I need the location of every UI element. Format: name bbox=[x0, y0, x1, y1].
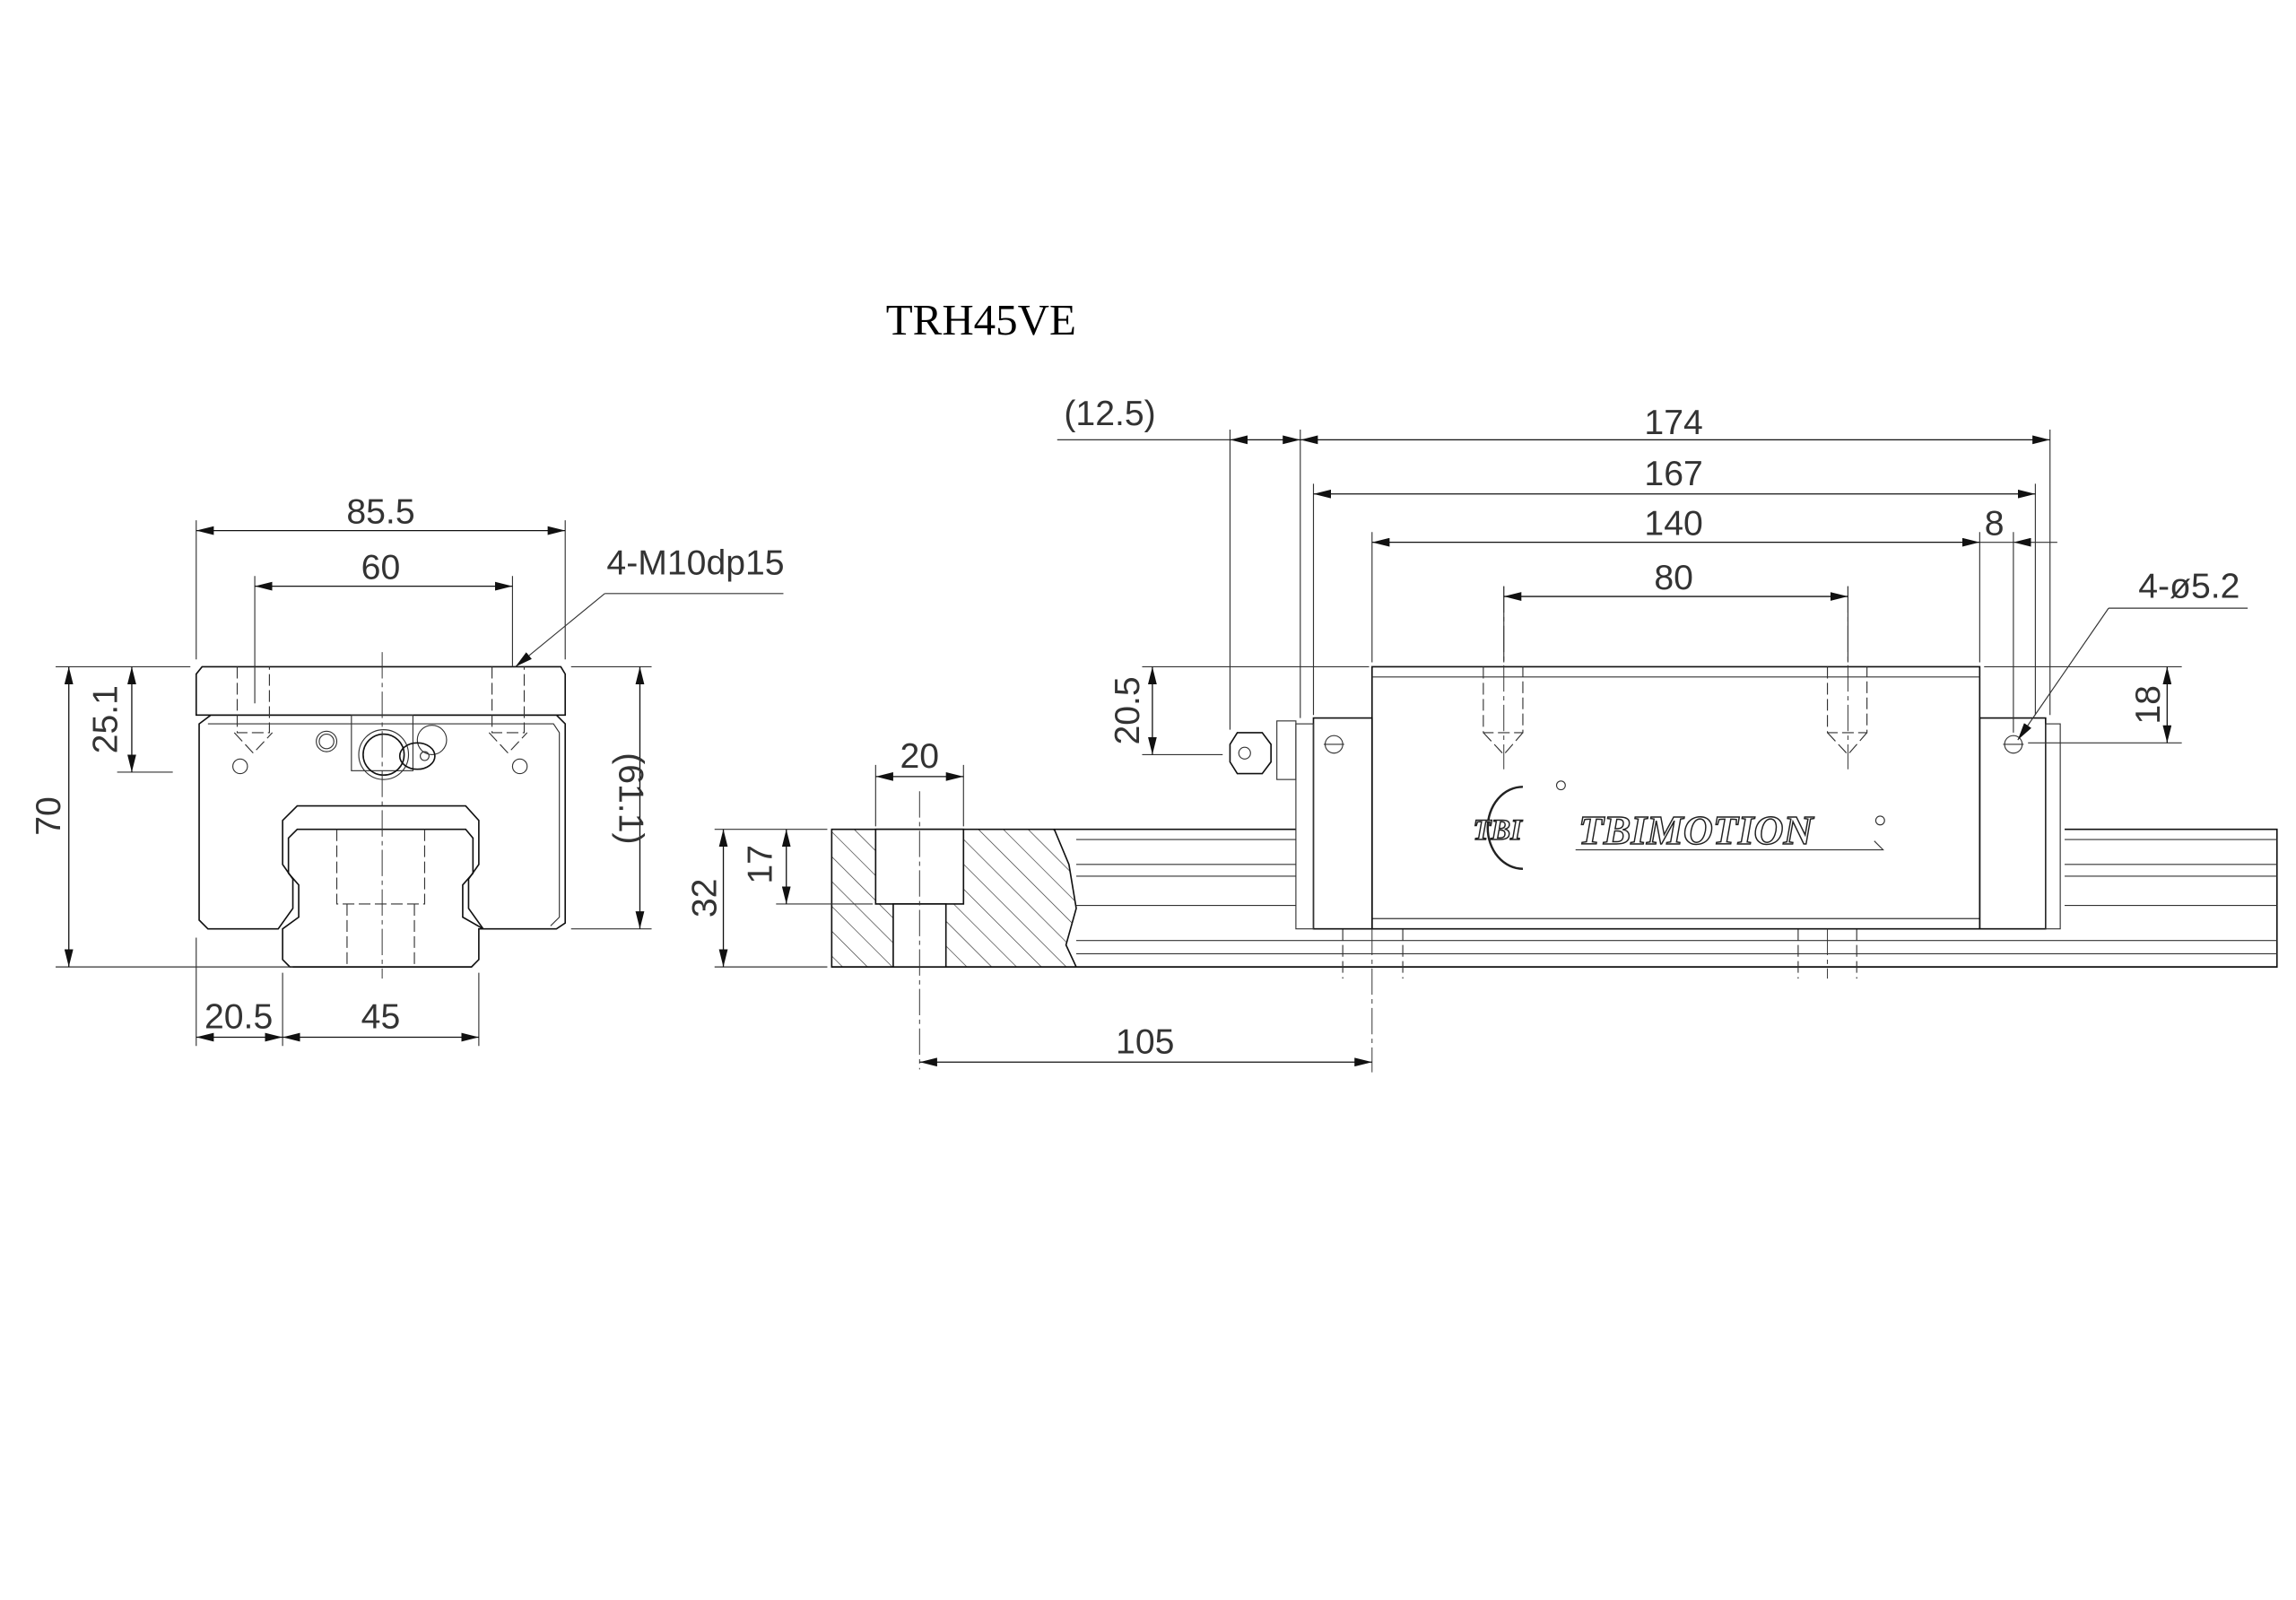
label-small-holes: 4-ø5.2 bbox=[2138, 568, 2239, 606]
logo-brand: TBIMOTION bbox=[1578, 807, 1815, 853]
dim-rail-height: 32 bbox=[685, 879, 724, 918]
dim-body-length: 140 bbox=[1644, 504, 1702, 543]
rail-side bbox=[1054, 828, 2278, 979]
dim-width-overall: 85.5 bbox=[346, 492, 414, 531]
dim-rail-width: 45 bbox=[361, 998, 401, 1037]
dim-cap-offset: 8 bbox=[1985, 504, 2005, 543]
dim-hole-depth: 25.1 bbox=[87, 685, 126, 753]
dim-block-height: (61.1) bbox=[612, 752, 650, 844]
block-flange-outline bbox=[198, 714, 567, 930]
dim-hole-spacing-long: 80 bbox=[1654, 559, 1693, 597]
dim-length-with-caps: 167 bbox=[1644, 455, 1702, 493]
front-view: 85.5 60 4-M10dp15 70 25.1 (61.1) 20.5 45 bbox=[30, 492, 785, 1047]
dim-rail-pitch: 105 bbox=[1116, 1022, 1174, 1061]
dim-nipple-length: (12.5) bbox=[1064, 395, 1155, 433]
dim-counterbore-depth: 17 bbox=[741, 845, 779, 884]
grease-nipple-side-icon bbox=[1229, 720, 1297, 780]
label-tapped-holes: 4-M10dp15 bbox=[606, 544, 784, 583]
dim-length-overall: 174 bbox=[1644, 404, 1702, 442]
dim-small-hole-height: 18 bbox=[2129, 685, 2168, 725]
dim-side-offset: 20.5 bbox=[204, 998, 273, 1037]
dim-counterbore-dia: 20 bbox=[900, 737, 940, 776]
end-cap-left bbox=[1312, 717, 1373, 930]
dim-hole-spacing: 60 bbox=[361, 548, 401, 587]
logo-badge: TBI bbox=[1473, 814, 1523, 847]
side-view: TBI TBIMOTION (12.5) 174 167 140 8 80 4-… bbox=[685, 395, 2278, 1073]
drawing-title: TRH45VE bbox=[886, 295, 1076, 344]
block-top-outline bbox=[195, 665, 567, 717]
grease-nipple-icon bbox=[351, 714, 448, 780]
dim-nipple-height: 20.5 bbox=[1109, 676, 1147, 744]
rail-profile bbox=[282, 828, 486, 968]
dim-height-overall: 70 bbox=[30, 796, 68, 836]
block-body bbox=[1370, 665, 1981, 930]
tbimotion-logo: TBI TBIMOTION bbox=[1473, 780, 1885, 870]
end-cap-right bbox=[1979, 717, 2047, 930]
